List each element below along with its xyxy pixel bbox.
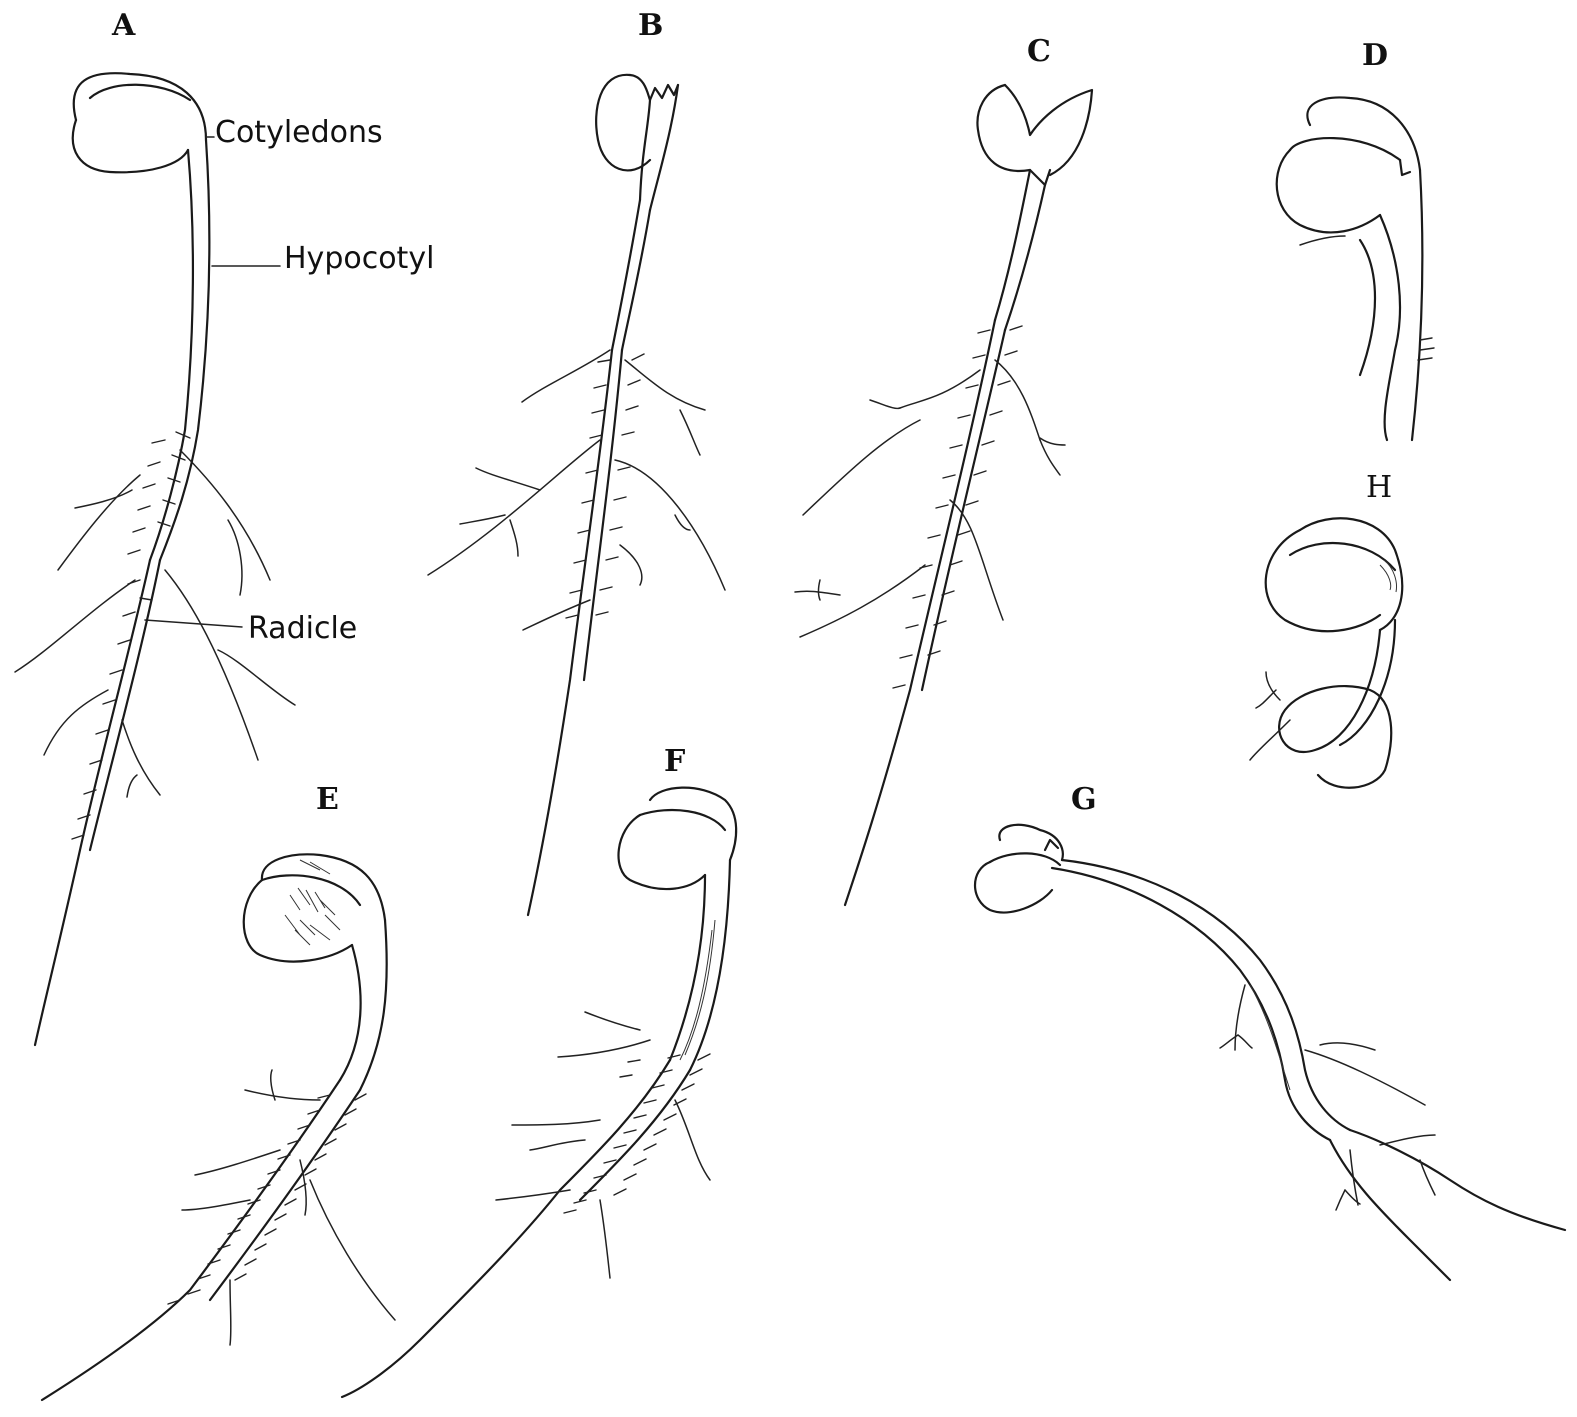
seedling-e bbox=[42, 854, 395, 1400]
seedling-c bbox=[795, 85, 1092, 905]
seedling-h bbox=[1250, 518, 1402, 787]
seedling-b bbox=[428, 75, 725, 915]
seedling-f bbox=[342, 788, 736, 1397]
seedling-a bbox=[15, 73, 295, 1045]
seedling-g bbox=[975, 825, 1565, 1280]
seedling-d bbox=[1277, 97, 1434, 440]
